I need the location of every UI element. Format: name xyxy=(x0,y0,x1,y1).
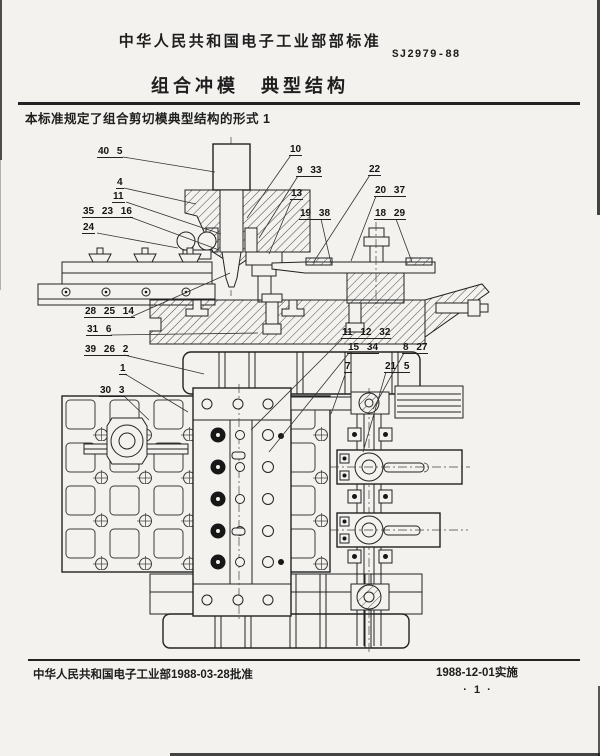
page-title: 组合冲模 典型结构 xyxy=(151,76,349,96)
die-base xyxy=(149,283,490,345)
scan-edge-right xyxy=(597,0,600,215)
scan-edge-corner xyxy=(598,686,600,756)
plate-clamp xyxy=(83,417,189,465)
footer-approval-text: 中华人民共和国电子工业部1988-03-28批准 xyxy=(33,669,253,681)
punch-holes xyxy=(210,427,284,570)
callout-30-3: 30 3 xyxy=(99,385,126,397)
callout-10: 10 xyxy=(289,144,303,156)
callout-20-37: 20 37 xyxy=(374,185,407,197)
callout-11: 11 xyxy=(112,191,125,203)
punch-tip xyxy=(221,251,242,288)
callout-21-5: 21 5 xyxy=(384,361,411,373)
callout-4: 4 xyxy=(116,177,124,189)
header-organization: 中华人民共和国电子工业部部标准 xyxy=(118,33,382,50)
callout-35-23-16: 35 23 16 xyxy=(82,206,133,218)
callout-24: 24 xyxy=(82,222,96,234)
callout-31-6: 31 6 xyxy=(86,324,113,336)
callout-1: 1 xyxy=(119,363,127,375)
central-die-plate xyxy=(192,384,292,622)
right-rail-assembly xyxy=(290,385,470,652)
callout-39-26-2: 39 26 2 xyxy=(84,344,130,356)
callout-19-38: 19 38 xyxy=(299,208,332,220)
standard-number: SJ2979-88 xyxy=(392,49,461,61)
callout-13: 13 xyxy=(290,188,304,200)
callout-7: 7 xyxy=(344,361,352,373)
callout-40-5: 40 5 xyxy=(97,146,124,158)
callout-15-34: 15 34 xyxy=(347,342,380,354)
plan-view xyxy=(61,351,470,652)
scope-statement: 本标准规定了组合剪切模典型结构的形式 1 xyxy=(25,112,271,126)
page-number: · 1 · xyxy=(463,684,493,696)
callout-11-12-32: 11 12 32 xyxy=(341,327,392,339)
scan-edge-left xyxy=(0,0,2,160)
footer-implementation-text: 1988-12-01实施 xyxy=(436,667,518,679)
callout-18-29: 18 29 xyxy=(374,208,407,220)
callout-leader-lines xyxy=(96,154,413,453)
bottom-boss xyxy=(350,583,390,611)
header-rule xyxy=(18,102,580,105)
top-band xyxy=(182,351,421,395)
section-view xyxy=(37,137,490,345)
feed-rail xyxy=(37,247,216,306)
callout-8-27: 8 27 xyxy=(402,342,429,354)
callout-9-33: 9 33 xyxy=(296,165,323,177)
punch-shank xyxy=(212,143,251,191)
callout-22: 22 xyxy=(368,164,382,176)
side-clamp-assembly xyxy=(271,222,436,308)
footer-rule xyxy=(28,659,580,661)
scan-edge-left-2 xyxy=(0,160,1,290)
callout-28-25-14: 28 25 14 xyxy=(84,306,135,318)
scan-edge-bottom xyxy=(170,753,600,756)
